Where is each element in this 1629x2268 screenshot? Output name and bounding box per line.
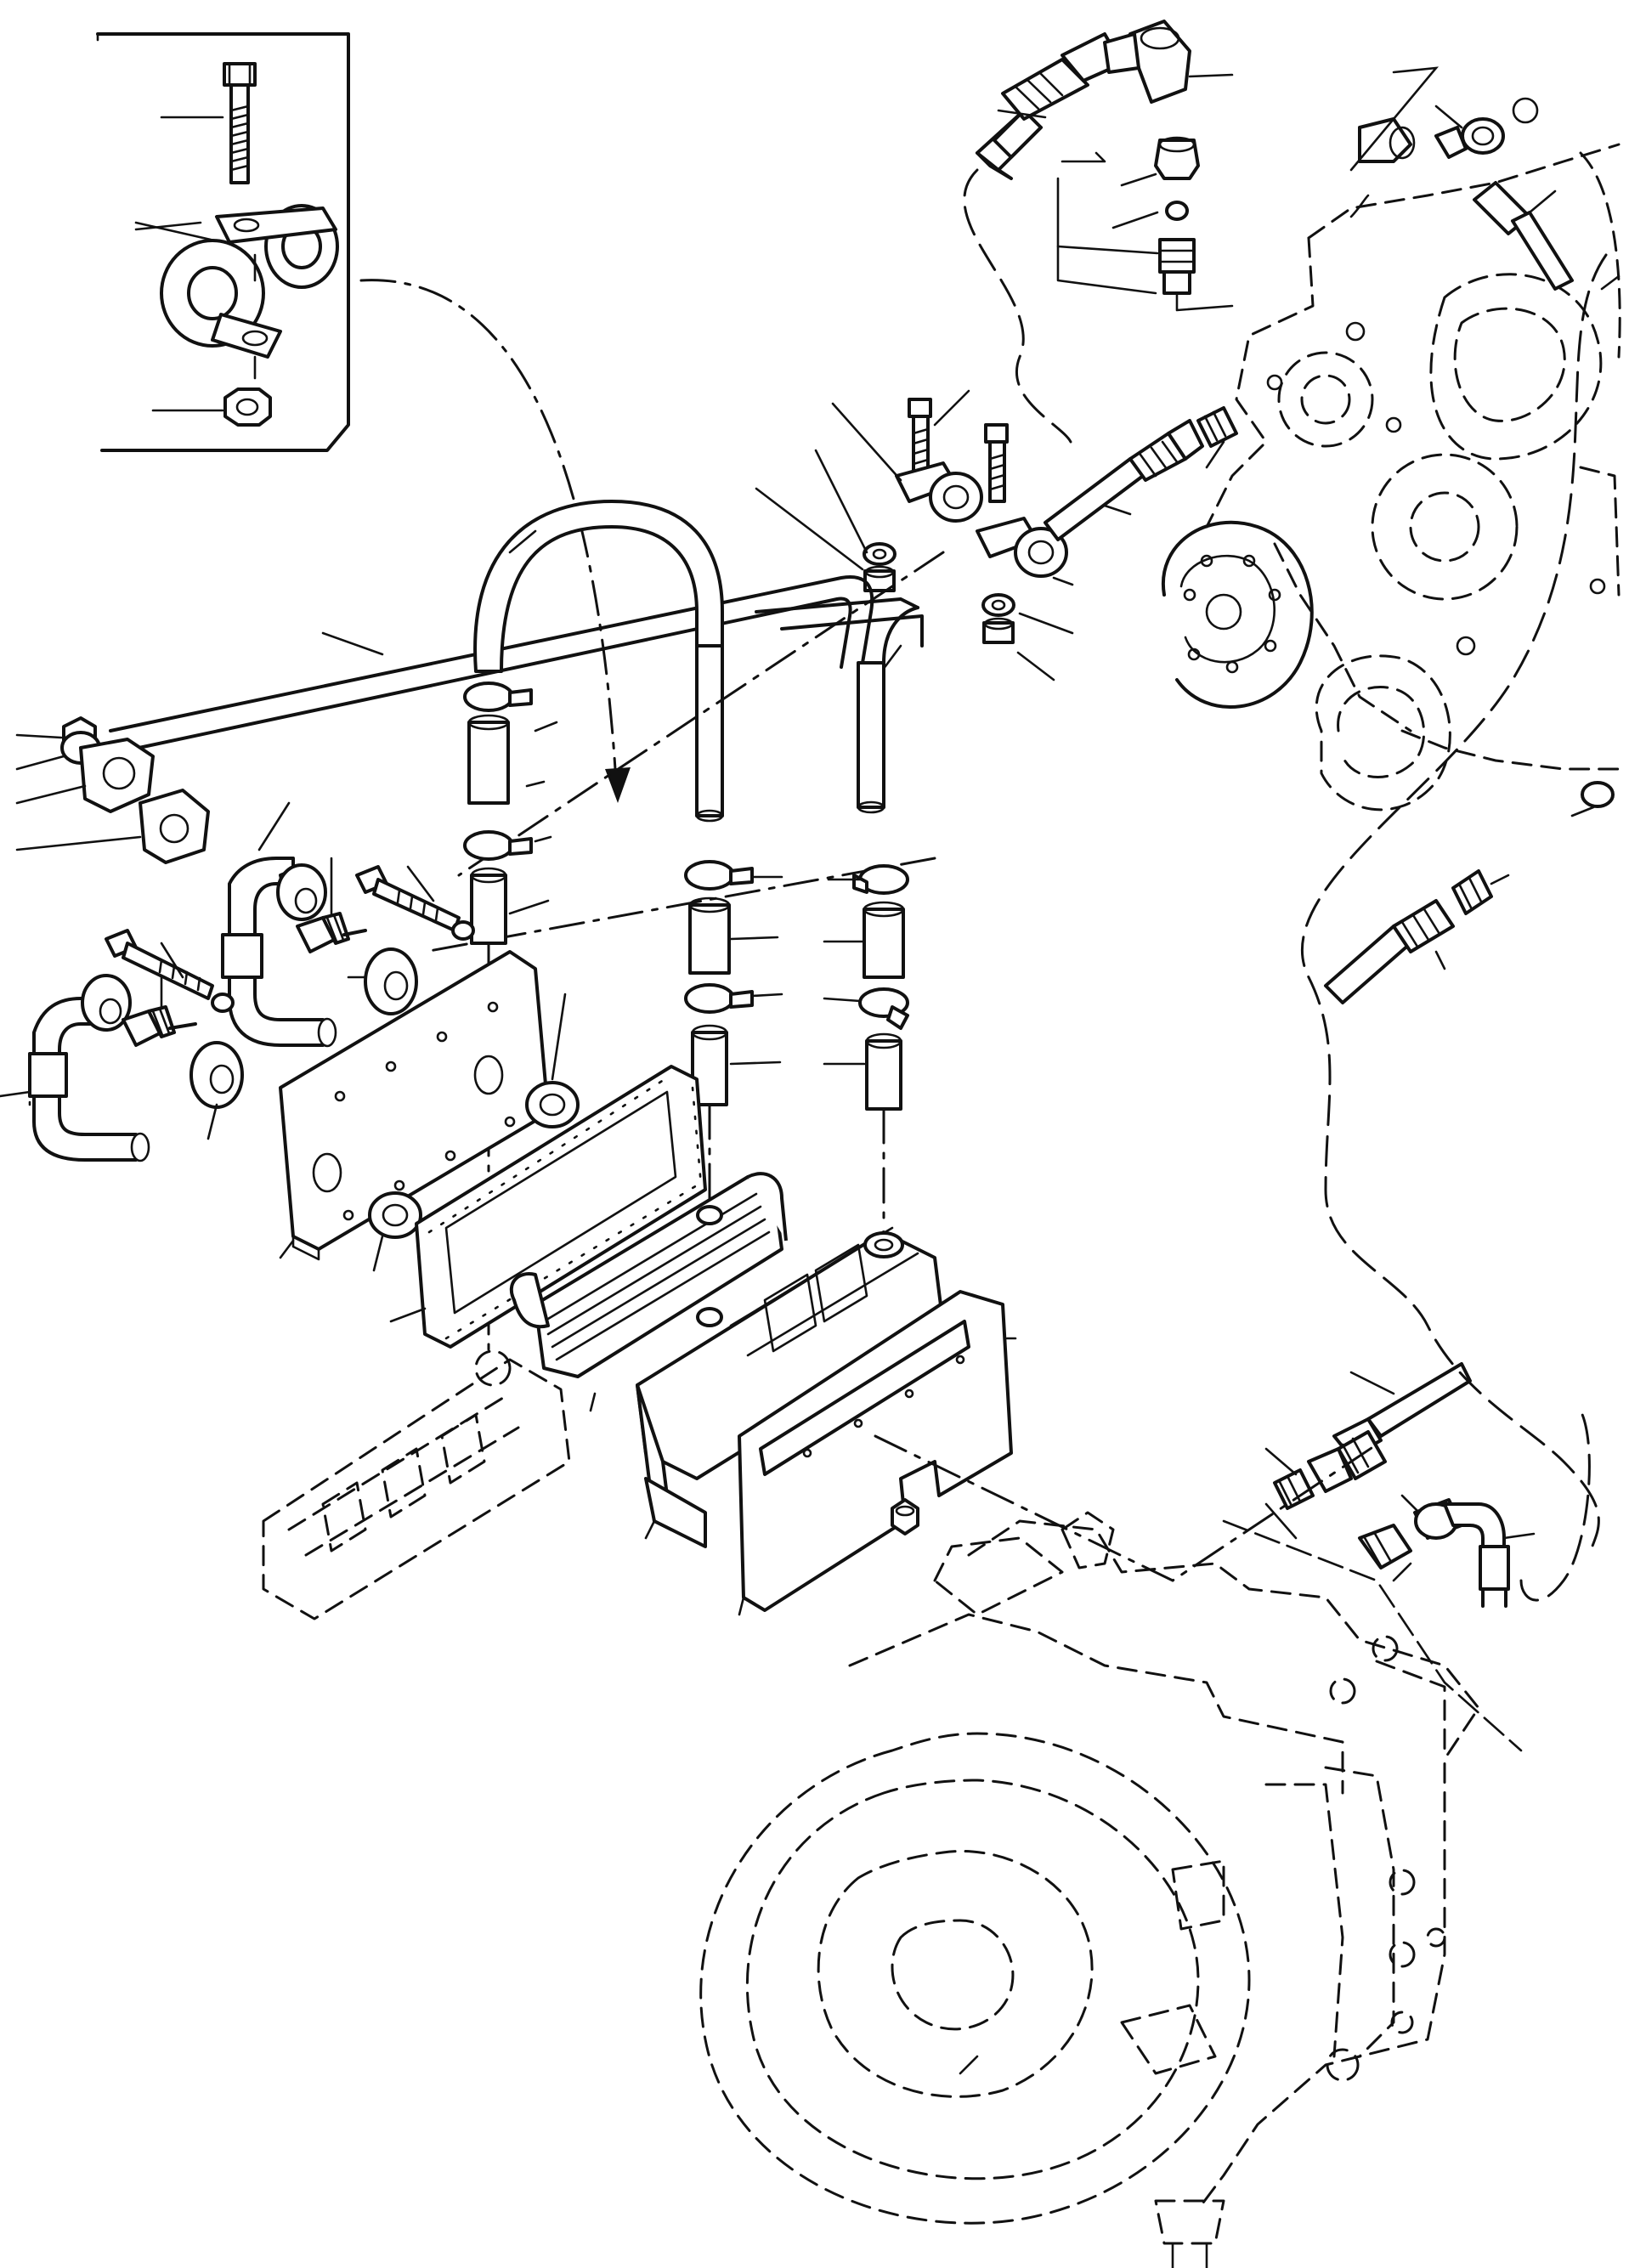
inset-detail-box [96, 32, 350, 452]
center-clamps [755, 389, 1074, 682]
clamp-stack-middle [684, 860, 783, 1106]
gearbox-housing-upper [1205, 97, 1621, 771]
oil-cooler-housing [636, 1226, 945, 1548]
drive-flange-right [1315, 654, 1451, 812]
seal-rings [368, 993, 580, 1272]
inset-double-clamp [160, 204, 339, 380]
upper-fittings [976, 20, 1621, 312]
flange-rings [189, 947, 418, 1140]
long-bolts [105, 865, 475, 1013]
inset-bolt [223, 62, 257, 184]
clamp-stack-right [823, 864, 909, 1111]
hose-to-housing [1044, 406, 1238, 541]
lower-right-fittings [1264, 1362, 1536, 1608]
transmission-housing-lower [699, 1511, 1480, 2268]
hose-route-lower-loop [1519, 1409, 1591, 1602]
clamp-stack-left [463, 682, 558, 945]
detail-reference-arrow [359, 279, 631, 803]
leader-lower-housing-2 [1400, 1494, 1421, 1514]
assembly-lower-axis [423, 857, 936, 953]
gasket [389, 1065, 707, 1349]
mid-right-fittings [1324, 781, 1615, 1004]
long-tube [109, 575, 924, 754]
hose-route-right-side [1301, 253, 1608, 1557]
ghost-valve-body [262, 1349, 571, 1620]
elbow-hose-upper [221, 801, 337, 1048]
adapter-fittings-left [122, 857, 367, 1047]
connection-line-lower [874, 1434, 1378, 1582]
small-nut [891, 1498, 919, 1536]
hose-route-upper [963, 168, 1072, 444]
drive-flange-left [1161, 520, 1314, 709]
oil-cooler-core [509, 1172, 788, 1412]
elbow-hose-lower [0, 974, 150, 1162]
assembly-center-axis [457, 551, 945, 877]
connection-bracket-right [1222, 1519, 1523, 1752]
leader-lower-housing-1 [1264, 1502, 1298, 1540]
left-flange-parts [15, 716, 210, 864]
u-tube [473, 500, 919, 823]
inset-nut [223, 387, 272, 427]
back-plate [738, 1290, 1017, 1616]
